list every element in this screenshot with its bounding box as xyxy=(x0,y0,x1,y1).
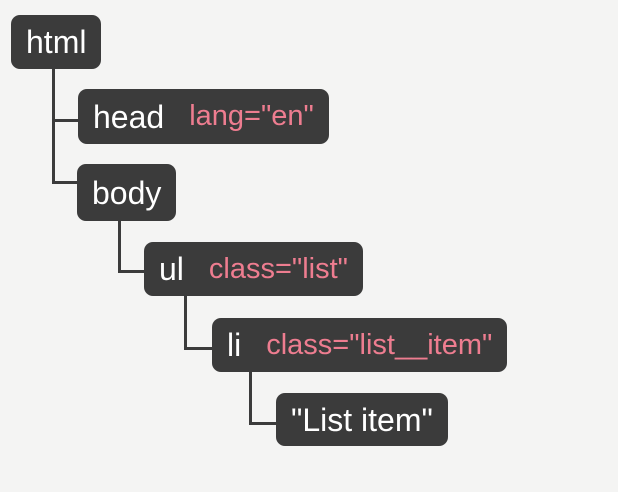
node-li-attribute: class="list__item" xyxy=(266,328,493,361)
node-html: html xyxy=(11,15,102,69)
connector-ul-trunk xyxy=(184,296,187,350)
connector-li-text xyxy=(249,422,276,425)
connector-ul-li xyxy=(184,347,212,350)
node-text-list-item: "List item" xyxy=(276,393,448,446)
node-body-tag: body xyxy=(92,174,162,211)
connector-body-ul xyxy=(118,270,144,273)
node-ul: ul class="list" xyxy=(144,242,363,296)
connector-body-trunk xyxy=(118,221,121,273)
node-ul-attribute: class="list" xyxy=(208,252,348,285)
connector-html-trunk xyxy=(52,69,55,183)
node-body: body xyxy=(77,164,177,221)
node-li-tag: li xyxy=(227,327,242,363)
node-ul-tag: ul xyxy=(159,251,184,287)
node-head-attribute: lang="en" xyxy=(189,100,314,132)
connector-html-head xyxy=(52,119,78,122)
connector-li-trunk xyxy=(249,372,252,424)
node-html-tag: html xyxy=(26,24,87,60)
node-li: li class="list__item" xyxy=(212,318,508,372)
node-text-content: "List item" xyxy=(291,401,433,438)
node-head: head lang="en" xyxy=(78,89,329,144)
node-head-tag: head xyxy=(93,98,165,135)
connector-html-body xyxy=(52,181,77,184)
